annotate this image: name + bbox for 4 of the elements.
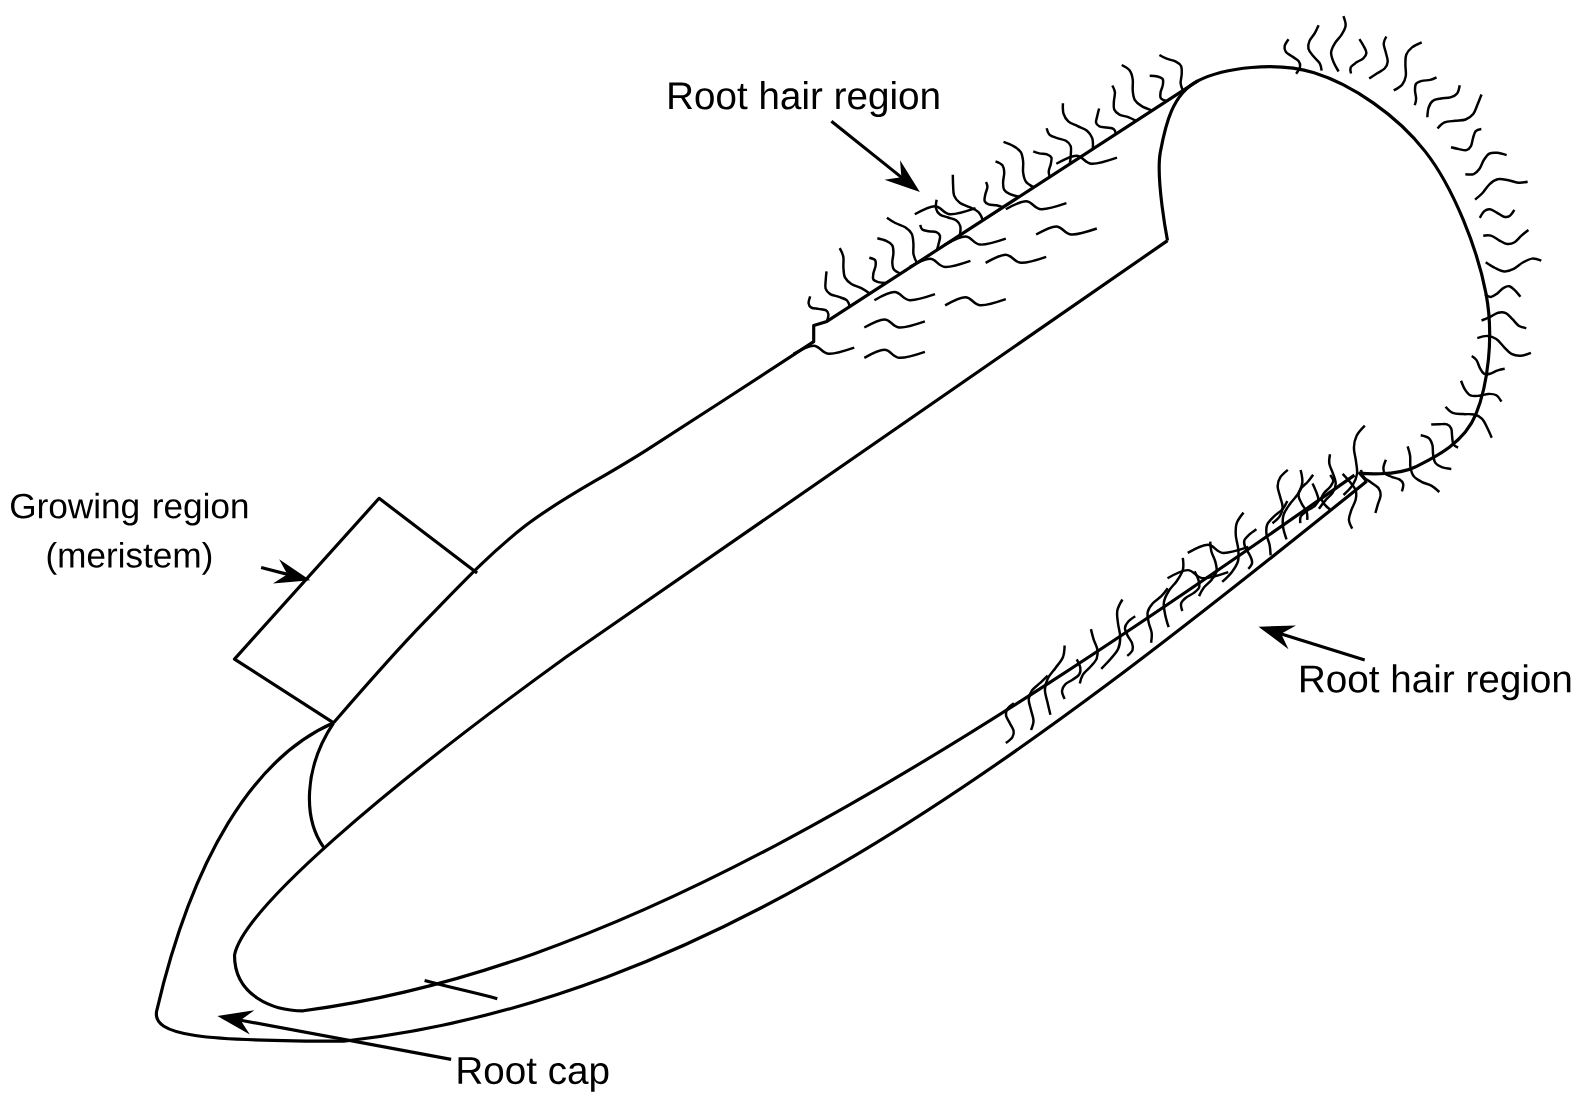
callout-label: Root cap — [458, 1057, 609, 1092]
callout-label: Root hair region — [1301, 664, 1571, 701]
callout-label: Root hair region — [669, 81, 939, 118]
callout-label: Growing region (meristem) — [11, 492, 248, 575]
